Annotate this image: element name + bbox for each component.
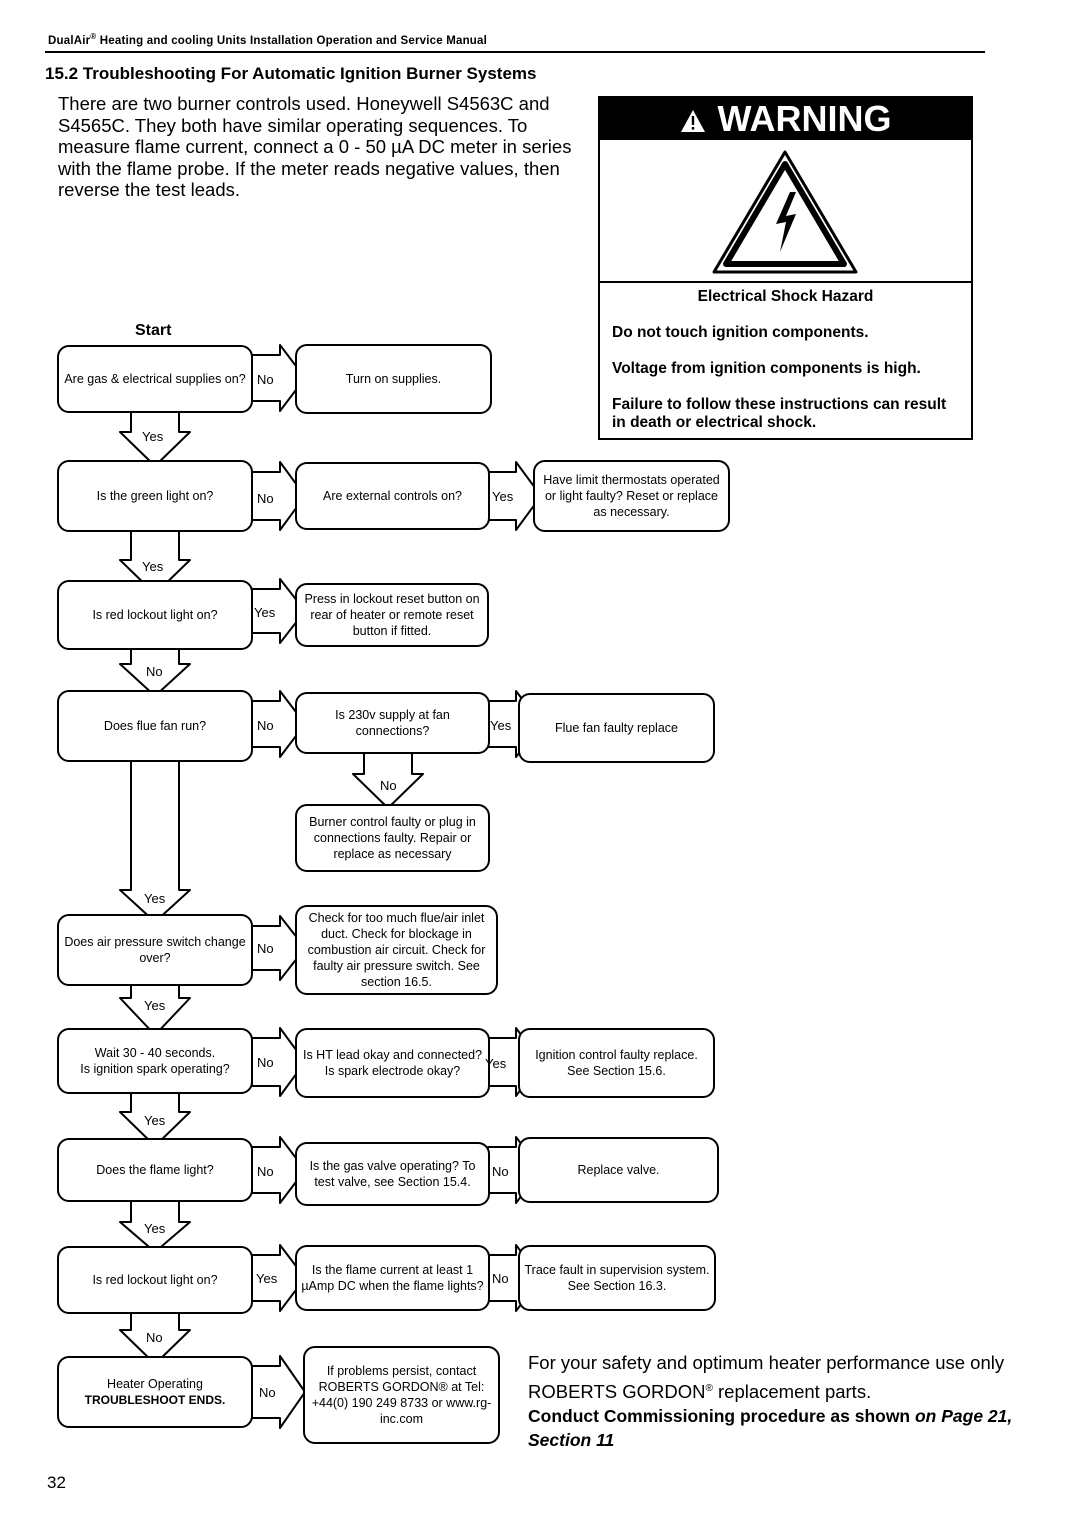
q-ignition-spark-line1: Wait 30 - 40 seconds. [94, 1046, 216, 1060]
label-yes: Yes [142, 559, 164, 574]
label-yes: Yes [492, 489, 514, 504]
page-number: 32 [47, 1473, 66, 1492]
hazard-line-1: Do not touch ignition components. [612, 324, 869, 341]
a-limit-thermostats: Have limit thermostats operated or light… [533, 460, 730, 532]
running-header: DualAir® Heating and cooling Units Insta… [48, 32, 488, 47]
q-flame-current: Is the flame current at least 1 µAmp DC … [295, 1245, 490, 1311]
label-no: No [492, 1164, 509, 1179]
hazard-title: Electrical Shock Hazard [697, 288, 874, 305]
warning-triangle-icon [679, 100, 707, 142]
a-flue-fan-faulty: Flue fan faulty replace [518, 693, 715, 763]
a-turn-on-supplies: Turn on supplies. [295, 344, 492, 414]
label-yes: Yes [256, 1271, 278, 1286]
q-flue-fan-run: Does flue fan run? [57, 690, 253, 762]
a-lockout-reset: Press in lockout reset button on rear of… [295, 583, 489, 647]
warning-banner: WARNING [600, 98, 971, 140]
end-line2: TROUBLESHOOT ENDS. [84, 1393, 226, 1407]
electrical-hazard-icon [712, 150, 858, 274]
warning-banner-text: WARNING [717, 98, 892, 139]
label-no: No [257, 1164, 274, 1179]
label-yes: Yes [144, 1221, 166, 1236]
intro-paragraph: There are two burner controls used. Hone… [58, 93, 572, 200]
q-230v-supply: Is 230v supply at fan connections? [295, 692, 490, 754]
a-check-flue-air: Check for too much flue/air inlet duct. … [295, 905, 498, 995]
a-burner-control-faulty: Burner control faulty or plug in connect… [295, 804, 490, 872]
section-title: 15.2 Troubleshooting For Automatic Ignit… [45, 64, 537, 83]
label-no: No [380, 778, 397, 793]
label-no: No [492, 1271, 509, 1286]
label-no: No [257, 372, 274, 387]
end-line1: Heater Operating [107, 1377, 203, 1391]
flowchart-start-label: Start [135, 322, 172, 339]
commissioning-note: Conduct Commissioning procedure as shown… [528, 1406, 1013, 1450]
q-gas-valve: Is the gas valve operating? To test valv… [295, 1142, 490, 1206]
label-no: No [257, 941, 274, 956]
q-ignition-spark-line2: Is ignition spark operating? [80, 1062, 230, 1076]
q-ht-lead: Is HT lead okay and connected? Is spark … [295, 1028, 490, 1098]
label-yes: Yes [490, 718, 512, 733]
warning-separator [600, 281, 971, 283]
label-yes: Yes [485, 1056, 507, 1071]
label-yes: Yes [144, 998, 166, 1013]
label-no: No [146, 1330, 163, 1345]
safety-note: For your safety and optimum heater perfo… [528, 1352, 1005, 1403]
q-flame-light: Does the flame light? [57, 1138, 253, 1202]
label-yes: Yes [144, 891, 166, 906]
label-yes: Yes [142, 429, 164, 444]
label-no: No [257, 718, 274, 733]
q-red-lockout-light: Is red lockout light on? [57, 580, 253, 650]
label-no: No [257, 1055, 274, 1070]
label-yes: Yes [144, 1113, 166, 1128]
hazard-line-3: Failure to follow these instructions can… [612, 396, 947, 431]
label-no: No [257, 491, 274, 506]
header-rule [45, 51, 985, 53]
q-supplies-on: Are gas & electrical supplies on? [57, 345, 253, 413]
warning-box: WARNING Electrical Shock Hazard Do not t… [598, 96, 973, 440]
a-trace-fault: Trace fault in supervision system. See S… [518, 1245, 716, 1311]
a-ignition-control-faulty: Ignition control faulty replace. See Sec… [518, 1028, 715, 1098]
label-yes: Yes [254, 605, 276, 620]
label-no: No [259, 1385, 276, 1400]
a-replace-valve: Replace valve. [518, 1137, 719, 1203]
q-external-controls: Are external controls on? [295, 462, 490, 530]
q-green-light: Is the green light on? [57, 460, 253, 532]
q-red-lockout-light-2: Is red lockout light on? [57, 1246, 253, 1314]
hazard-line-2: Voltage from ignition components is high… [612, 360, 921, 377]
a-contact-roberts-gordon: If problems persist, contact ROBERTS GOR… [303, 1346, 500, 1444]
label-no: No [146, 664, 163, 679]
q-air-pressure-switch: Does air pressure switch change over? [57, 914, 253, 986]
q-ignition-spark: Wait 30 - 40 seconds. Is ignition spark o… [57, 1028, 253, 1094]
